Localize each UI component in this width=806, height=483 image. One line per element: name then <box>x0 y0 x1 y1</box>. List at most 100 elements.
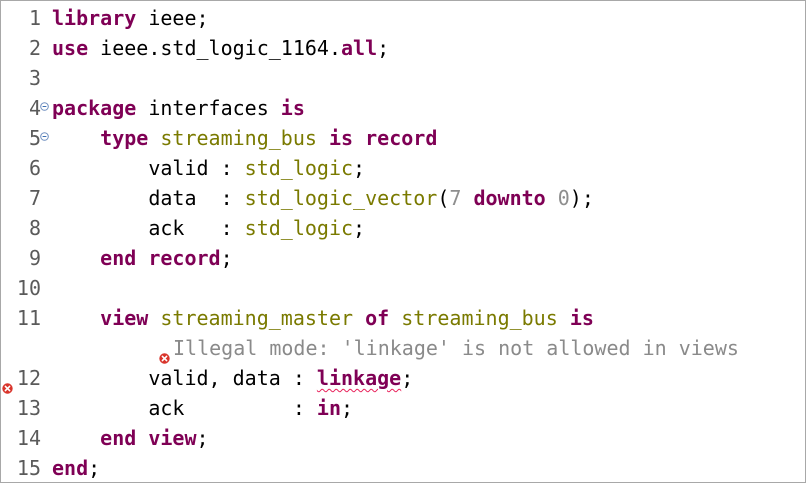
code-line[interactable]: 11 view streaming_master of streaming_bu… <box>1 303 805 333</box>
code-text[interactable]: package interfaces is <box>52 93 305 123</box>
code-line[interactable]: 3 <box>1 63 805 93</box>
code-token <box>52 246 100 270</box>
code-line[interactable]: 13 ack : in; <box>1 393 805 423</box>
fold-collapse-icon[interactable] <box>40 132 49 141</box>
code-token: ; <box>88 456 101 480</box>
code-token: ; <box>401 366 414 390</box>
code-token: view <box>148 426 197 450</box>
code-token: record <box>365 126 438 150</box>
code-text[interactable]: data : std_logic_vector(7 downto 0); <box>52 183 594 213</box>
line-number: 1 <box>28 6 41 30</box>
code-text[interactable]: end; <box>52 453 101 482</box>
code-line[interactable]: 14 end view; <box>1 423 805 453</box>
code-token <box>148 306 160 330</box>
code-token: data : <box>52 186 245 210</box>
code-token <box>317 126 329 150</box>
code-line[interactable]: 8 ack : std_logic; <box>1 213 805 243</box>
code-token: record <box>148 246 221 270</box>
code-line[interactable]: 7 data : std_logic_vector(7 downto 0); <box>1 183 805 213</box>
code-token <box>353 126 365 150</box>
code-line[interactable]: 4 package interfaces is <box>1 93 805 123</box>
code-line[interactable]: 12 valid, data : linkage; <box>1 363 805 394</box>
code-line[interactable]: 5 type streaming_bus is record <box>1 123 805 153</box>
code-text[interactable]: use ieee.std_logic_1164.all; <box>52 33 389 63</box>
code-text[interactable]: end record; <box>52 243 233 273</box>
line-number: 3 <box>28 66 41 90</box>
code-token <box>136 246 148 270</box>
line-number: 13 <box>16 396 41 420</box>
code-line[interactable]: 10 <box>1 273 805 303</box>
error-token: linkage <box>316 366 402 390</box>
code-token: type <box>100 126 149 150</box>
code-token: std_logic <box>244 156 354 180</box>
code-token: ieee.std_logic_1164. <box>88 36 341 60</box>
code-line[interactable]: 9 end record; <box>1 243 805 273</box>
code-token: ; <box>353 156 366 180</box>
code-token: ; <box>341 396 354 420</box>
code-text[interactable]: valid : std_logic; <box>52 153 365 183</box>
code-text[interactable]: end view; <box>52 423 209 453</box>
code-token: streaming_master <box>160 306 354 330</box>
error-annotation: Illegal mode: 'linkage' is not allowed i… <box>159 333 739 364</box>
code-token <box>353 306 365 330</box>
code-token <box>52 306 100 330</box>
code-token <box>389 306 401 330</box>
code-line[interactable]: 1 library ieee; <box>1 3 805 33</box>
code-token <box>52 426 100 450</box>
line-number: 11 <box>16 306 41 330</box>
code-token: ; <box>196 426 209 450</box>
code-token: valid : <box>52 156 245 180</box>
code-token <box>148 126 160 150</box>
code-token: is <box>569 306 594 330</box>
line-number: 14 <box>16 426 41 450</box>
code-text[interactable]: ack : in; <box>52 393 353 423</box>
code-token: std_logic <box>244 216 354 240</box>
code-token <box>52 126 100 150</box>
line-number: 10 <box>16 276 41 300</box>
error-icon[interactable] <box>2 372 13 394</box>
line-number: 9 <box>28 246 41 270</box>
code-token: downto <box>473 186 546 210</box>
code-token <box>546 186 558 210</box>
code-text[interactable]: ack : std_logic; <box>52 213 365 243</box>
code-token: package <box>52 96 137 120</box>
code-token: interfaces <box>136 96 281 120</box>
code-token: valid, data : <box>52 366 317 390</box>
error-icon <box>159 342 170 364</box>
code-line[interactable]: 6 valid : std_logic; <box>1 153 805 183</box>
code-text[interactable]: type streaming_bus is record <box>52 123 437 153</box>
line-number: 6 <box>28 156 41 180</box>
error-annotation-line[interactable]: Illegal mode: 'linkage' is not allowed i… <box>1 333 805 364</box>
code-token: is <box>328 126 354 150</box>
line-number: 4 <box>28 96 41 120</box>
line-number: 15 <box>16 456 41 480</box>
line-number: 12 <box>16 366 41 390</box>
code-text[interactable]: valid, data : linkage; <box>52 363 413 393</box>
code-token: ; <box>377 36 390 60</box>
code-token: ; <box>353 216 366 240</box>
line-number: 2 <box>28 36 41 60</box>
code-token: ack : <box>52 216 245 240</box>
code-token: use <box>52 36 89 60</box>
code-token <box>461 186 473 210</box>
error-message: Illegal mode: 'linkage' is not allowed i… <box>173 336 739 360</box>
code-token: ; <box>220 246 233 270</box>
fold-collapse-icon[interactable] <box>40 102 49 111</box>
line-number: 8 <box>28 216 41 240</box>
code-token: 7 <box>449 186 462 210</box>
code-token: ieee; <box>136 6 209 30</box>
code-token: in <box>316 396 341 420</box>
line-number-gutter <box>1 1 48 482</box>
code-token: streaming_bus <box>160 126 317 150</box>
code-token: view <box>100 306 149 330</box>
code-token: is <box>280 96 305 120</box>
code-token: end <box>100 426 137 450</box>
code-token: ack : <box>52 396 317 420</box>
code-token: ); <box>569 186 594 210</box>
code-text[interactable]: view streaming_master of streaming_bus i… <box>52 303 594 333</box>
code-line[interactable]: 2 use ieee.std_logic_1164.all; <box>1 33 805 63</box>
code-text[interactable]: library ieee; <box>52 3 209 33</box>
code-line[interactable]: 15 end; <box>1 453 805 482</box>
code-token: end <box>52 456 89 480</box>
